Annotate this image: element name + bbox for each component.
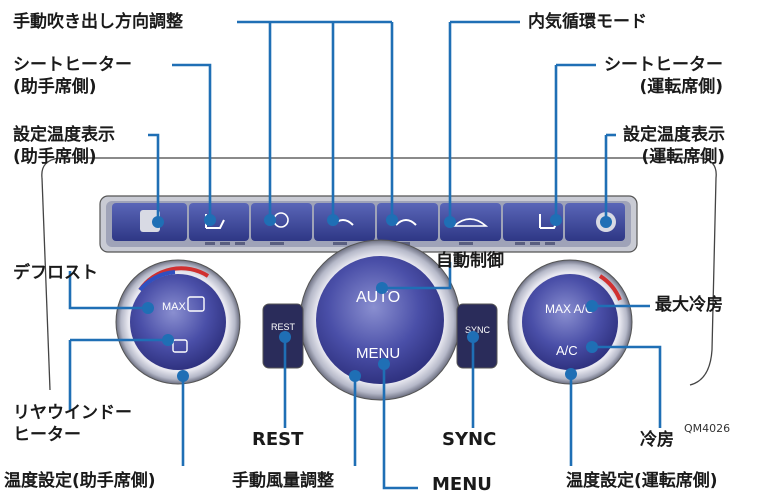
temp-knob-passenger: MAX — [115, 259, 241, 385]
label-manual-direction: 手動吹き出し方向調整 — [13, 12, 183, 32]
figure-code: QM4026 — [684, 422, 731, 435]
max-ac-label: MAX A/C — [545, 302, 594, 316]
label-menu: MENU — [432, 474, 492, 495]
leader-lines — [68, 20, 662, 490]
fan-direction-icon-3 — [395, 219, 417, 226]
label-rear-window-heater: リヤウインドー ヒーター — [13, 403, 132, 445]
label-cool: 冷房 — [640, 430, 674, 450]
label-temp-setting-passenger: 温度設定(助手席側) — [4, 471, 156, 491]
top-buttons — [112, 203, 625, 245]
label-seat-heater-passenger: シートヒーター (助手席側) — [13, 55, 132, 97]
auto-label: AUTO — [356, 289, 400, 306]
label-temp-setting-driver: 温度設定(運転席側) — [566, 471, 718, 491]
panel-outline — [41, 157, 717, 386]
label-defrost: デフロスト — [13, 263, 98, 283]
direction-button-2 — [314, 203, 375, 241]
label-rest: REST — [252, 429, 304, 450]
seat-heater-passenger-button — [189, 203, 249, 241]
rest-button-label: REST — [271, 322, 296, 332]
temp-display-driver-button — [565, 203, 625, 241]
label-sync: SYNC — [442, 429, 497, 450]
seat-heater-driver-button — [503, 203, 563, 241]
car-recirc-icon — [451, 218, 489, 227]
temp-knob-driver: MAX A/C A/C — [507, 259, 633, 385]
ac-label: A/C — [556, 343, 578, 358]
direction-button-1 — [251, 203, 312, 241]
label-recirculation: 内気循環モード — [528, 12, 647, 32]
label-temp-display-passenger: 設定温度表示 (助手席側) — [13, 125, 115, 167]
label-seat-heater-driver: シートヒーター (運転席側) — [604, 55, 723, 97]
max-defrost-label: MAX — [162, 301, 187, 313]
label-auto-control: 自動制御 — [436, 251, 504, 271]
label-temp-display-driver: 設定温度表示 (運転席側) — [623, 125, 725, 167]
sync-button-label: SYNC — [465, 325, 491, 335]
label-max-cool: 最大冷房 — [655, 295, 723, 315]
recirculation-button — [440, 203, 501, 241]
panel-outline-left — [41, 177, 51, 391]
direction-button-3 — [377, 203, 438, 241]
label-manual-fan: 手動風量調整 — [232, 471, 334, 491]
leader-dots — [142, 214, 612, 382]
menu-label: MENU — [356, 345, 400, 362]
